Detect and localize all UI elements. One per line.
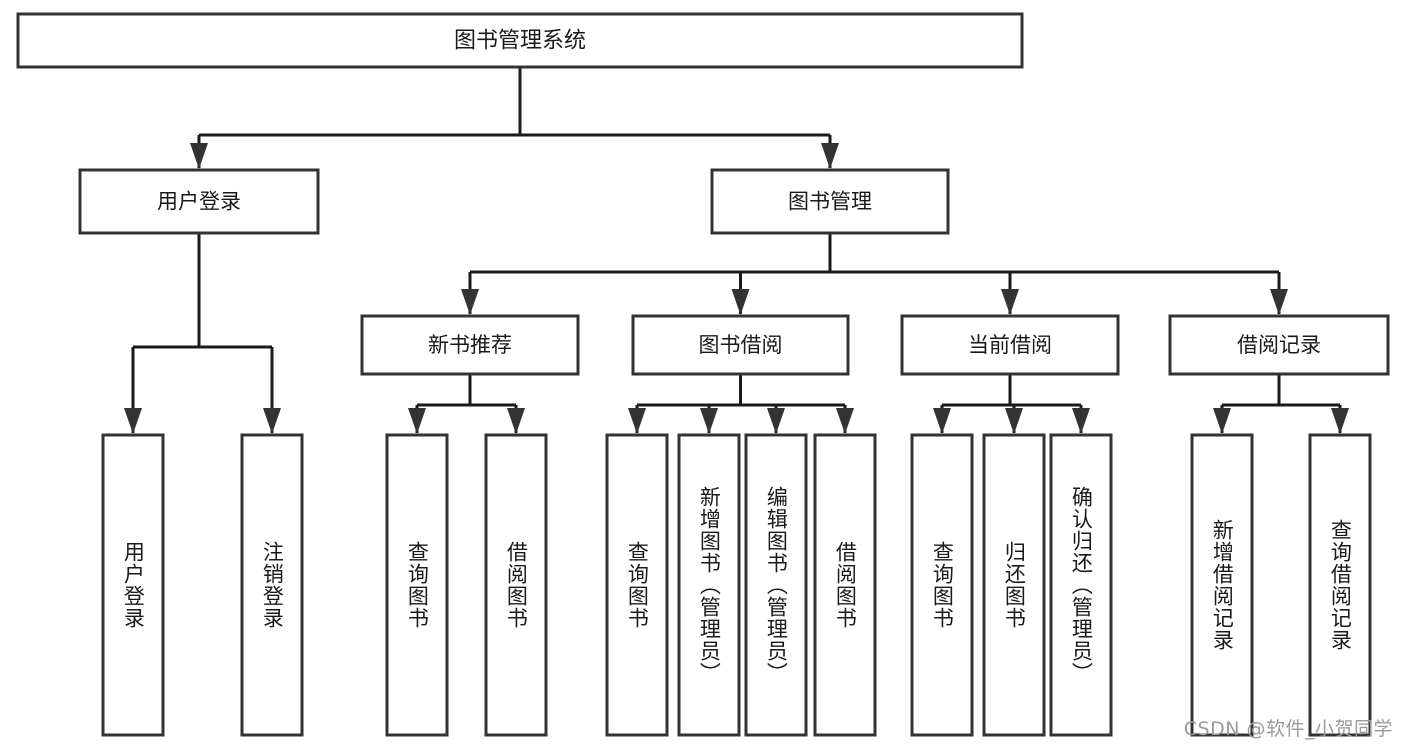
node-leaf-borrow-book-rec-rect (484, 433, 548, 737)
node-leaf-borrow-book-rec[interactable] (484, 433, 548, 737)
node-leaf-query-book-borrow-rect (605, 433, 669, 737)
node-current-borrow-label: 当前借阅 (968, 333, 1052, 357)
connectors-layer (124, 67, 1349, 434)
arrow-down-icon-leaf-query-book-rec (408, 408, 426, 434)
node-book-manage-label: 图书管理 (788, 190, 872, 214)
node-borrow-record[interactable]: 借阅记录 (1168, 314, 1390, 376)
arrow-down-icon-leaf-query-book-borrow (628, 408, 646, 434)
arrow-down-icon-borrow-record (1270, 289, 1288, 315)
arrow-down-icon-leaf-add-record (1213, 408, 1231, 434)
node-leaf-add-book[interactable] (677, 433, 741, 737)
node-new-book-rec[interactable]: 新书推荐 (360, 314, 580, 376)
arrow-down-icon-book-borrow (731, 289, 750, 315)
node-leaf-query-book-rec-rect (385, 433, 449, 737)
node-leaf-query-book-cur-rect (910, 433, 974, 737)
node-leaf-query-book-cur[interactable] (910, 433, 974, 737)
arrow-down-icon-leaf-logout (263, 408, 281, 434)
node-leaf-borrow-book[interactable] (813, 433, 877, 737)
node-leaf-confirm-return[interactable] (1049, 433, 1113, 737)
node-leaf-logout-rect (240, 433, 304, 737)
node-borrow-record-rect (1168, 314, 1390, 376)
node-leaf-edit-book-rect (744, 433, 808, 737)
node-book-borrow[interactable]: 图书借阅 (631, 314, 850, 376)
node-leaf-query-record-rect (1308, 433, 1372, 737)
arrow-down-icon-leaf-query-book-cur (933, 408, 951, 434)
node-leaf-logout[interactable] (240, 433, 304, 737)
node-leaf-add-record[interactable] (1190, 433, 1254, 737)
node-leaf-user-login-rect (101, 433, 165, 737)
node-leaf-query-book-rec[interactable] (385, 433, 449, 737)
node-leaf-query-record[interactable] (1308, 433, 1372, 737)
node-new-book-rec-label: 新书推荐 (428, 333, 512, 357)
node-book-borrow-rect (631, 314, 850, 376)
node-user-login-label: 用户登录 (157, 190, 241, 214)
arrow-down-icon-leaf-add-book (700, 408, 718, 434)
node-borrow-record-label: 借阅记录 (1237, 333, 1321, 357)
arrow-down-icon-user-login (190, 143, 208, 169)
node-book-borrow-label: 图书借阅 (699, 333, 783, 357)
node-leaf-confirm-return-rect (1049, 433, 1113, 737)
node-root-rect (16, 12, 1024, 69)
node-book-manage-rect (710, 168, 950, 235)
node-leaf-user-login[interactable] (101, 433, 165, 737)
node-leaf-return-book[interactable] (982, 433, 1046, 737)
node-user-login-rect (78, 168, 320, 235)
node-leaf-add-book-rect (677, 433, 741, 737)
node-leaf-query-book-borrow[interactable] (605, 433, 669, 737)
arrow-down-icon-new-book-rec (461, 289, 479, 315)
watermark-text: CSDN @软件_小贺同学 (1183, 718, 1393, 740)
node-current-borrow[interactable]: 当前借阅 (900, 314, 1120, 376)
arrow-down-icon-leaf-borrow-book (836, 408, 854, 434)
arrow-down-icon-leaf-user-login (124, 408, 142, 434)
node-user-login[interactable]: 用户登录 (78, 168, 320, 235)
node-leaf-return-book-rect (982, 433, 1046, 737)
arrow-down-icon-leaf-query-record (1331, 408, 1349, 434)
node-root[interactable]: 图书管理系统 (16, 12, 1024, 69)
arrow-down-icon-leaf-borrow-book-rec (507, 408, 525, 434)
node-leaf-borrow-book-rect (813, 433, 877, 737)
arrow-down-icon-leaf-confirm-return (1072, 408, 1090, 434)
node-root-label: 图书管理系统 (454, 29, 586, 54)
node-new-book-rec-rect (360, 314, 580, 376)
arrow-down-icon-current-borrow (1001, 289, 1019, 315)
node-book-manage[interactable]: 图书管理 (710, 168, 950, 235)
arrow-down-icon-book-manage (821, 143, 839, 169)
node-current-borrow-rect (900, 314, 1120, 376)
arrow-down-icon-leaf-edit-book (767, 408, 785, 434)
arrow-down-icon-leaf-return-book (1005, 408, 1023, 434)
node-leaf-add-record-rect (1190, 433, 1254, 737)
node-leaf-edit-book[interactable] (744, 433, 808, 737)
